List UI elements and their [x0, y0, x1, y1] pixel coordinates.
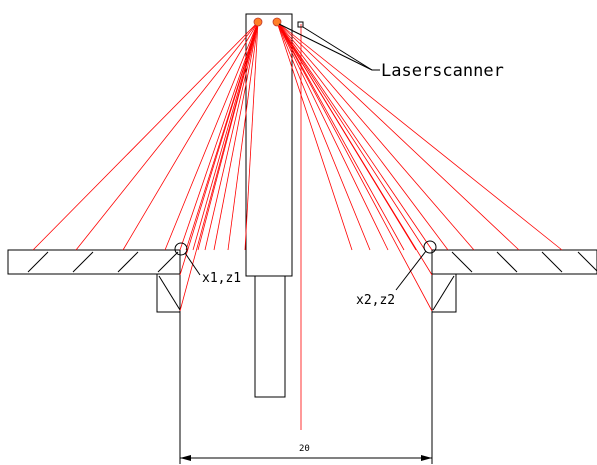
measurement-point-right: x2,z2	[356, 240, 437, 308]
measurement-point-icon	[174, 242, 188, 256]
right-rail	[431, 249, 597, 275]
left-rail	[7, 249, 181, 275]
right-support-block	[431, 273, 457, 313]
scanner-callout: Laserscanner	[278, 21, 504, 81]
scanner-label: Laserscanner	[381, 61, 504, 81]
measurement-point-icon	[423, 240, 437, 254]
right-scanner-beams	[276, 21, 563, 312]
dimension-label: 20	[299, 444, 310, 454]
point-1-label: x1,z1	[202, 271, 241, 286]
measurement-point-left: x1,z1	[174, 242, 241, 286]
left-scanner-beams	[32, 21, 259, 312]
left-support-block	[156, 273, 181, 313]
dimension-line: 20	[179, 312, 433, 464]
laser-scanner-icon	[253, 17, 282, 27]
point-2-label: x2,z2	[356, 293, 395, 308]
center-column	[245, 13, 293, 398]
